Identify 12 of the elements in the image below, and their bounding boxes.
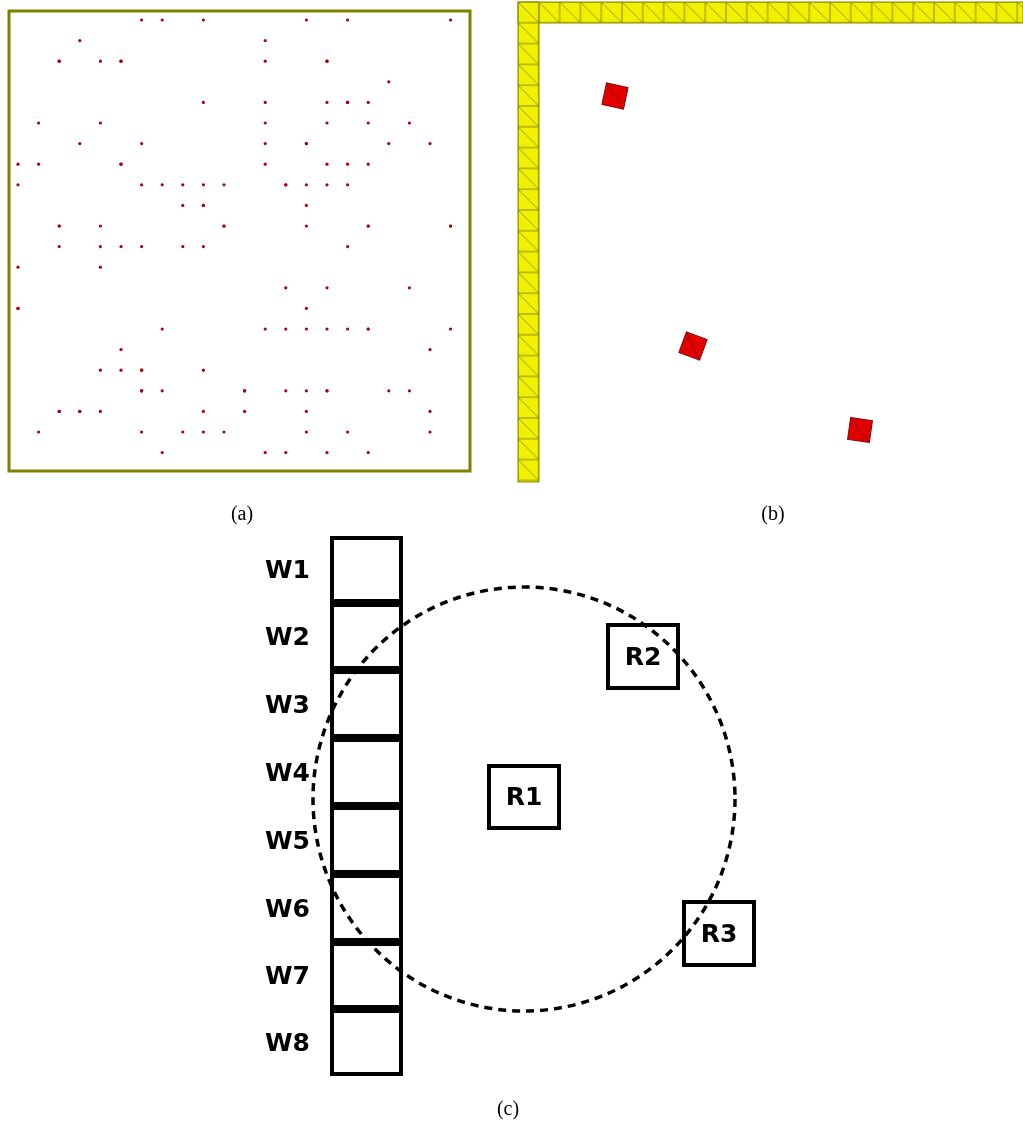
panel-caption: (b): [761, 501, 785, 526]
cell-label: W6: [264, 895, 311, 921]
cell-label: W8: [264, 1030, 311, 1055]
cell-label: W2: [264, 624, 311, 649]
panel-caption: (a): [230, 501, 254, 527]
cell-label: W7: [264, 963, 311, 988]
region-box: R3: [682, 900, 756, 967]
cell-label: W4: [264, 759, 311, 785]
cell-label: W3: [264, 691, 311, 717]
cell-label: W5: [264, 827, 311, 853]
panel-caption: (c): [496, 1096, 520, 1122]
cell-label: W1: [264, 557, 311, 582]
